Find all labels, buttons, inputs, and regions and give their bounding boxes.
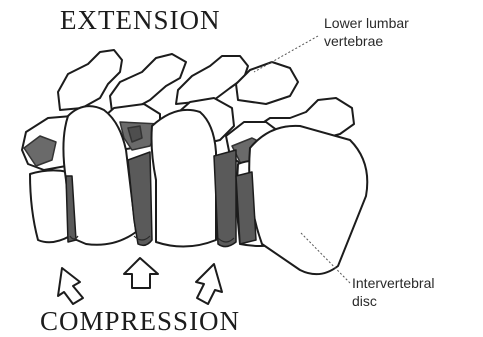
intervertebral-disc-3 bbox=[214, 150, 236, 247]
compression-arrow-middle bbox=[124, 258, 158, 288]
vertebrae-label-line1: Lower lumbar bbox=[324, 14, 409, 32]
extension-heading: EXTENSION bbox=[60, 5, 220, 36]
vertebrae-label: Lower lumbar vertebrae bbox=[324, 14, 409, 50]
disc-label: Intervertebral disc bbox=[352, 274, 434, 310]
vertebrae-label-line2: vertebrae bbox=[324, 32, 409, 50]
intervertebral-disc-4 bbox=[236, 172, 256, 244]
disc-label-line2: disc bbox=[352, 292, 434, 310]
compression-arrow-right bbox=[196, 264, 222, 304]
compression-arrow-left bbox=[58, 268, 83, 304]
disc-label-line1: Intervertebral bbox=[352, 274, 434, 292]
compression-heading: COMPRESSION bbox=[40, 306, 240, 337]
vertebral-body-5 bbox=[249, 126, 367, 274]
vertebral-bodies bbox=[30, 106, 367, 274]
vertebral-body-1 bbox=[30, 170, 70, 242]
compression-arrows bbox=[58, 258, 222, 304]
vertebral-body-3 bbox=[152, 110, 217, 247]
